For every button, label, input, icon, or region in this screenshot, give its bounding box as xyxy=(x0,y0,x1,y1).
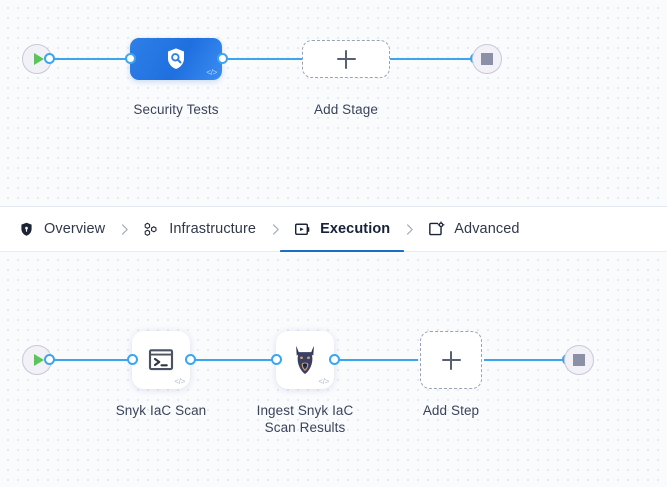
step-node-ingest-label: Ingest Snyk IaC Scan Results xyxy=(225,402,385,436)
step-node-ingest-label-line1: Ingest Snyk IaC xyxy=(256,403,354,418)
stage-security-out-port[interactable] xyxy=(217,53,228,64)
tab-infrastructure-label: Infrastructure xyxy=(169,221,257,237)
stage-end-node[interactable] xyxy=(472,44,502,74)
step-ingest-in-port[interactable] xyxy=(271,354,282,365)
tab-execution-label: Execution xyxy=(320,221,391,237)
stop-icon xyxy=(573,354,585,366)
step-ingest-out-port[interactable] xyxy=(329,354,340,365)
edge-ingest-to-addstep xyxy=(334,359,418,361)
tab-separator-chevron-1 xyxy=(107,223,141,236)
add-stage-label: Add Stage xyxy=(314,102,378,117)
stage-security-in-port[interactable] xyxy=(125,53,136,64)
plus-icon xyxy=(441,350,461,370)
stage-canvas[interactable]: </> Security Tests Add Stage xyxy=(0,0,667,206)
window-gear-icon xyxy=(429,220,445,235)
plus-icon xyxy=(336,49,356,69)
tab-advanced[interactable]: Advanced xyxy=(426,207,521,252)
step-snyk-in-port[interactable] xyxy=(127,354,138,365)
tab-infrastructure[interactable]: Infrastructure xyxy=(141,207,258,252)
step-node-snyk-iac-scan-label: Snyk IaC Scan xyxy=(115,403,207,418)
edge-addstage-to-end xyxy=(388,58,474,60)
pipeline-tabbar[interactable]: Overview Infrastructure Execution xyxy=(0,206,667,253)
stage-node-security-tests[interactable]: </> xyxy=(130,38,222,80)
add-stage-button[interactable] xyxy=(302,40,390,78)
stop-icon xyxy=(481,53,493,65)
step-node-snyk-iac-scan[interactable]: </> xyxy=(132,331,190,389)
code-badge: </> xyxy=(318,377,329,386)
add-step-button[interactable] xyxy=(420,331,482,389)
step-node-ingest-snyk-results[interactable]: </> xyxy=(276,331,334,389)
terminal-icon xyxy=(148,349,174,371)
tab-advanced-label: Advanced xyxy=(454,221,520,237)
play-box-icon xyxy=(295,223,310,235)
hexagon-cluster-icon xyxy=(144,222,157,236)
chevron-right-icon xyxy=(121,223,128,235)
code-badge: </> xyxy=(206,68,217,77)
code-badge: </> xyxy=(174,377,185,386)
tab-separator-chevron-3 xyxy=(392,223,426,236)
tab-separator-chevron-2 xyxy=(258,223,292,236)
step-canvas[interactable]: </> Snyk IaC Scan </> Ingest Snyk IaC Sc… xyxy=(0,252,667,487)
edge-snyk-to-ingest xyxy=(190,359,282,361)
tab-overview-label: Overview xyxy=(44,221,106,237)
tab-execution[interactable]: Execution xyxy=(280,207,405,253)
play-icon xyxy=(33,354,44,366)
shield-search-icon xyxy=(167,48,185,69)
edge-start-to-snyk xyxy=(46,359,138,361)
chevron-right-icon xyxy=(406,223,413,235)
stage-node-security-tests-label: Security Tests xyxy=(133,102,219,117)
tab-overview[interactable]: Overview xyxy=(16,207,107,252)
shield-icon xyxy=(21,222,32,236)
stage-start-port[interactable] xyxy=(44,53,55,64)
doberman-icon xyxy=(296,346,314,374)
step-end-node[interactable] xyxy=(564,345,594,375)
edge-security-to-addstage xyxy=(222,58,304,60)
edge-start-to-security xyxy=(46,58,134,60)
step-node-ingest-label-line2: Scan Results xyxy=(264,420,346,435)
play-icon xyxy=(33,53,44,65)
add-step-label: Add Step xyxy=(422,403,480,418)
step-start-port[interactable] xyxy=(44,354,55,365)
chevron-right-icon xyxy=(272,223,279,235)
edge-addstep-to-end xyxy=(484,359,566,361)
step-snyk-out-port[interactable] xyxy=(185,354,196,365)
